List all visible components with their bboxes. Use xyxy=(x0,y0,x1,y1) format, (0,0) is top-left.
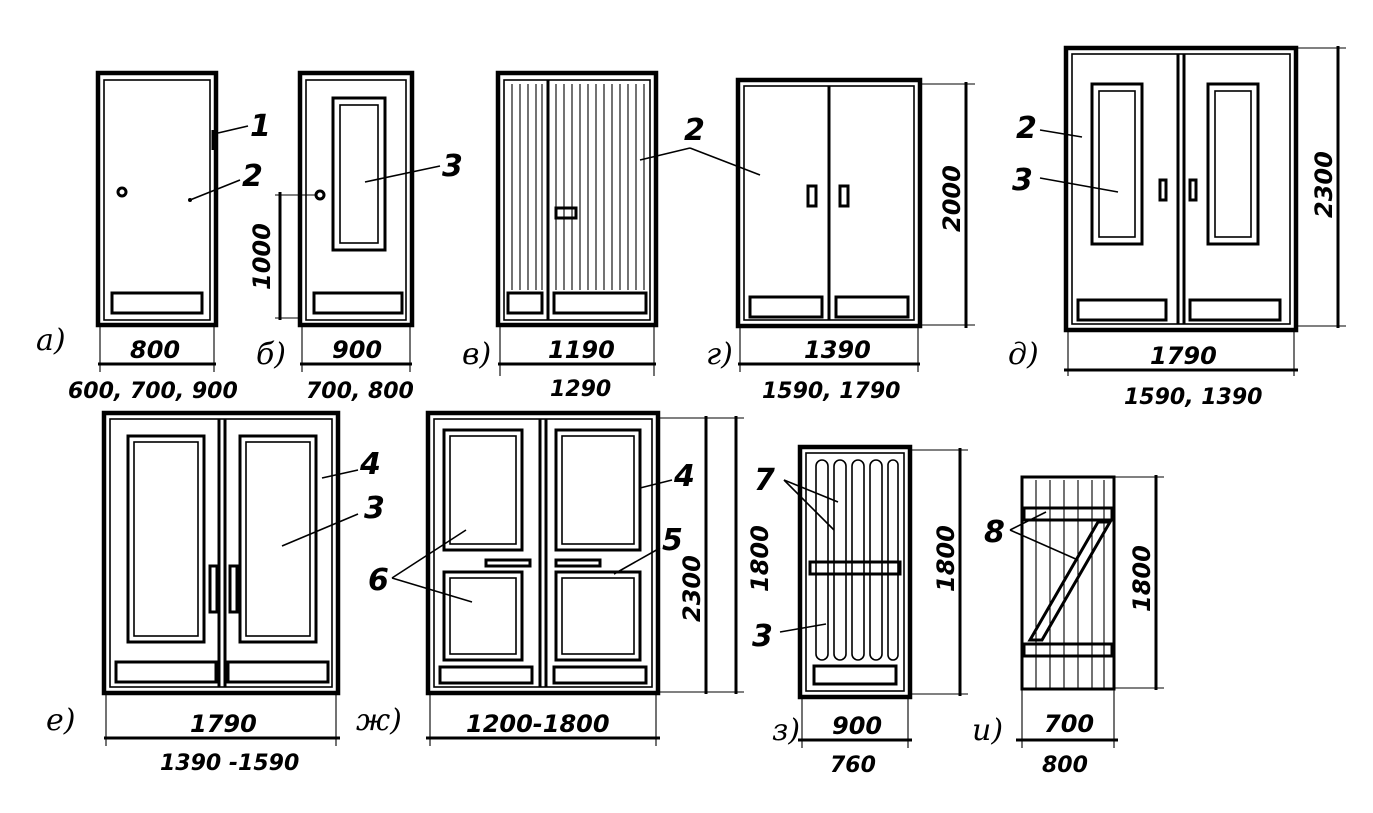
door-z: 7 3 1800 900 760 з) xyxy=(752,444,968,778)
dim-zh-height2: 1800 xyxy=(746,525,774,592)
dim-zh-height: 2300 xyxy=(678,555,706,622)
label-3-d: 3 xyxy=(1012,163,1033,198)
caption-a: а) xyxy=(36,323,66,358)
dim-b-width: 900 xyxy=(332,336,382,364)
dim-v-width: 1190 xyxy=(548,336,615,364)
label-8-i: 8 xyxy=(984,515,1005,550)
caption-d: д) xyxy=(1008,337,1039,372)
dim-g-height: 2000 xyxy=(938,165,966,232)
caption-z: з) xyxy=(772,713,800,748)
dim-a-options: 600, 700, 900 xyxy=(68,379,238,404)
label-2: 2 xyxy=(242,159,263,194)
dim-e-options: 1390 -1590 xyxy=(160,751,299,776)
label-4-zh: 4 xyxy=(673,459,695,494)
dim-a-width: 800 xyxy=(130,336,180,364)
dim-v-options: 1290 xyxy=(550,377,611,402)
label-7-z: 7 xyxy=(754,463,775,498)
dim-z-options: 760 xyxy=(830,753,876,778)
dim-i-options: 800 xyxy=(1042,753,1088,778)
door-i: 8 1800 700 800 и) xyxy=(972,475,1164,778)
door-zh: 4 5 6 2300 1800 1200-1800 ж) xyxy=(356,410,774,746)
label-2-d: 2 xyxy=(1016,111,1037,146)
dim-i-width: 700 xyxy=(1044,710,1094,738)
dim-g-width: 1390 xyxy=(804,336,871,364)
dim-b-height: 1000 xyxy=(248,223,276,290)
caption-zh: ж) xyxy=(356,703,402,738)
dim-zh-width: 1200-1800 xyxy=(466,710,610,738)
dim-z-height: 1800 xyxy=(932,525,960,592)
door-g: 2000 1390 1590, 1790 г) xyxy=(706,77,975,404)
dim-z-width: 900 xyxy=(832,712,882,740)
label-5-zh: 5 xyxy=(662,523,683,558)
door-d: 2 3 2300 1790 1590, 1390 д) xyxy=(1008,45,1346,410)
label-3: 3 xyxy=(442,149,463,184)
door-v: 1190 1290 в) xyxy=(462,70,659,402)
door-a: 1 2 800 600, 700, 900 а) xyxy=(36,70,271,404)
caption-b: б) xyxy=(256,337,286,372)
dim-e-width: 1790 xyxy=(190,710,257,738)
door-b: 3 1000 900 700, 800 б) xyxy=(248,70,463,404)
label-1: 1 xyxy=(250,109,271,144)
label-4-e: 4 xyxy=(359,447,381,482)
door-e: 4 3 1790 1390 -1590 е) xyxy=(46,410,385,776)
caption-i: и) xyxy=(972,713,1003,748)
dim-b-options: 700, 800 xyxy=(306,379,414,404)
caption-v: в) xyxy=(462,337,491,372)
dim-d-height: 2300 xyxy=(1310,151,1338,218)
dim-d-width: 1790 xyxy=(1150,342,1217,370)
label-3-z: 3 xyxy=(752,619,773,654)
dim-i-height: 1800 xyxy=(1128,545,1156,612)
caption-e: е) xyxy=(46,703,75,738)
label-6-zh: 6 xyxy=(368,563,389,598)
label-3-e: 3 xyxy=(364,491,385,526)
caption-g: г) xyxy=(706,337,733,372)
label-2-shared: 2 xyxy=(684,113,705,148)
dim-g-options: 1590, 1790 xyxy=(762,379,900,404)
dim-d-options: 1590, 1390 xyxy=(1124,385,1262,410)
